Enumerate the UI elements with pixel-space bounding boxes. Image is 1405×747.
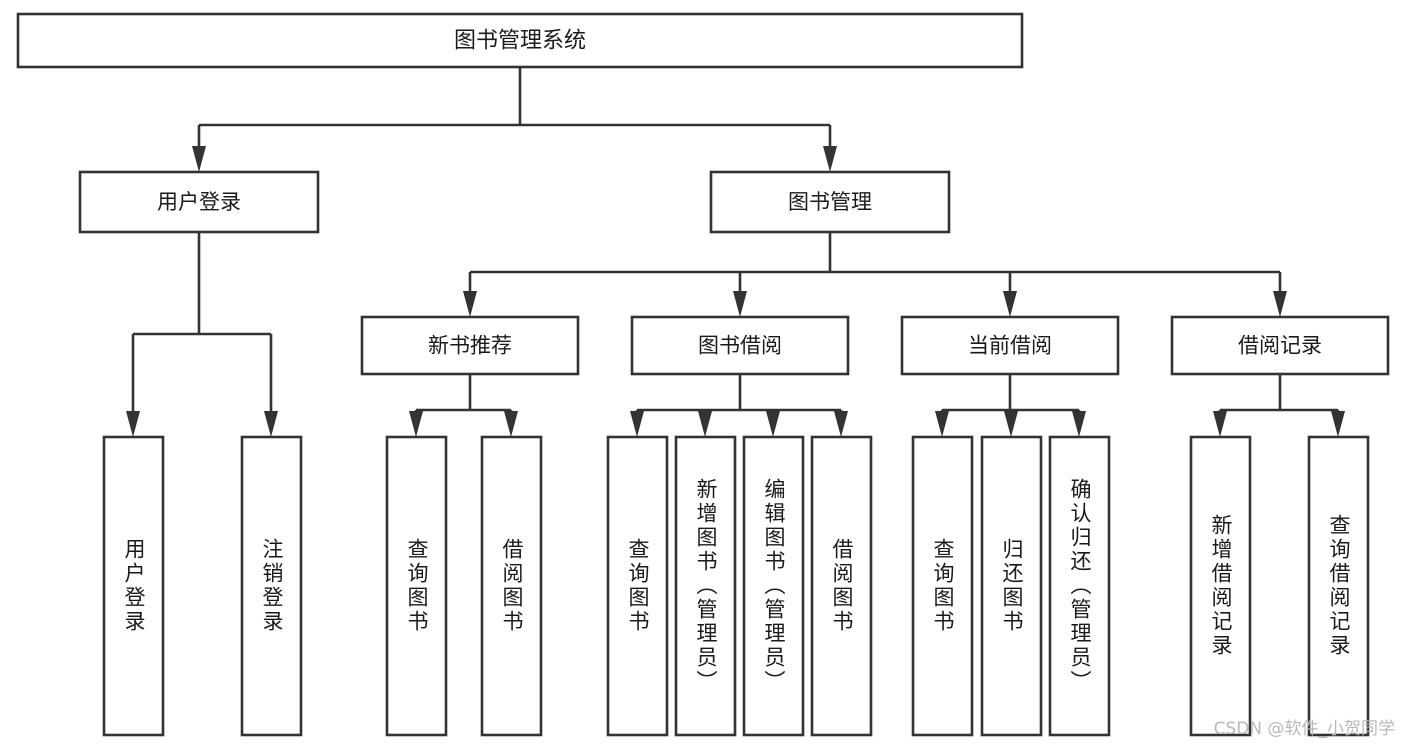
- node-box-user-login[interactable]: [78, 170, 320, 234]
- node-box-leaf-confirm-return[interactable]: [1048, 435, 1111, 737]
- leaf-connector-4-arrowhead: [766, 411, 780, 437]
- node-box-borrow-record[interactable]: [1170, 315, 1390, 376]
- node-box-leaf-user-login[interactable]: [102, 435, 165, 737]
- boxes-layer: [16, 12, 1390, 737]
- node-label-root: 图书管理系统: [454, 29, 586, 54]
- node-box-root[interactable]: [16, 12, 1024, 69]
- node-box-current-borrow[interactable]: [900, 315, 1120, 376]
- leaf-connector-0-arrowhead: [409, 411, 423, 437]
- node-box-leaf-borrow-book[interactable]: [810, 435, 873, 737]
- node-label-user-login: 用户登录: [157, 190, 241, 214]
- book-manage-connector-1-arrowhead: [733, 291, 747, 317]
- node-box-leaf-edit-book[interactable]: [742, 435, 805, 737]
- node-box-leaf-add-book[interactable]: [674, 435, 737, 737]
- root-connector-0-arrowhead: [192, 146, 206, 172]
- leaf-connector-3-arrowhead: [698, 411, 712, 437]
- node-label-book-manage: 图书管理: [788, 190, 872, 214]
- node-box-leaf-query-book-cur[interactable]: [911, 435, 974, 737]
- node-label-borrow-record: 借阅记录: [1238, 334, 1322, 358]
- node-box-leaf-query-book-borrow[interactable]: [606, 435, 669, 737]
- user-login-connector-1-arrowhead: [264, 411, 278, 437]
- node-box-leaf-query-book-rec[interactable]: [385, 435, 448, 737]
- node-box-leaf-query-record[interactable]: [1307, 435, 1370, 737]
- node-box-book-manage[interactable]: [709, 170, 951, 234]
- connectors-layer: [126, 67, 1345, 437]
- node-box-leaf-user-logout[interactable]: [240, 435, 303, 737]
- book-manage-connector-0-arrowhead: [463, 291, 477, 317]
- leaf-connector-2-arrowhead: [630, 411, 644, 437]
- node-label-current-borrow: 当前借阅: [968, 334, 1052, 358]
- node-box-leaf-return-book[interactable]: [980, 435, 1043, 737]
- book-manage-connector-2-arrowhead: [1003, 291, 1017, 317]
- watermark-text: CSDN @软件_小贺同学: [1213, 719, 1395, 739]
- leaf-connector-10-arrowhead: [1331, 411, 1345, 437]
- leaf-connector-5-arrowhead: [834, 411, 848, 437]
- node-box-new-book-rec[interactable]: [360, 315, 580, 376]
- node-label-new-book-rec: 新书推荐: [428, 334, 512, 358]
- node-label-book-borrow: 图书借阅: [698, 334, 782, 358]
- node-box-book-borrow[interactable]: [630, 315, 850, 376]
- user-login-connector-0-arrowhead: [126, 411, 140, 437]
- leaf-connector-6-arrowhead: [935, 411, 949, 437]
- root-connector-1-arrowhead: [823, 146, 837, 172]
- leaf-connector-9-arrowhead: [1213, 411, 1227, 437]
- leaf-connector-8-arrowhead: [1072, 411, 1086, 437]
- leaf-connector-1-arrowhead: [504, 411, 518, 437]
- book-manage-connector-3-arrowhead: [1273, 291, 1287, 317]
- node-box-leaf-add-record[interactable]: [1189, 435, 1252, 737]
- leaf-connector-7-arrowhead: [1004, 411, 1018, 437]
- node-box-leaf-borrow-book-rec[interactable]: [480, 435, 543, 737]
